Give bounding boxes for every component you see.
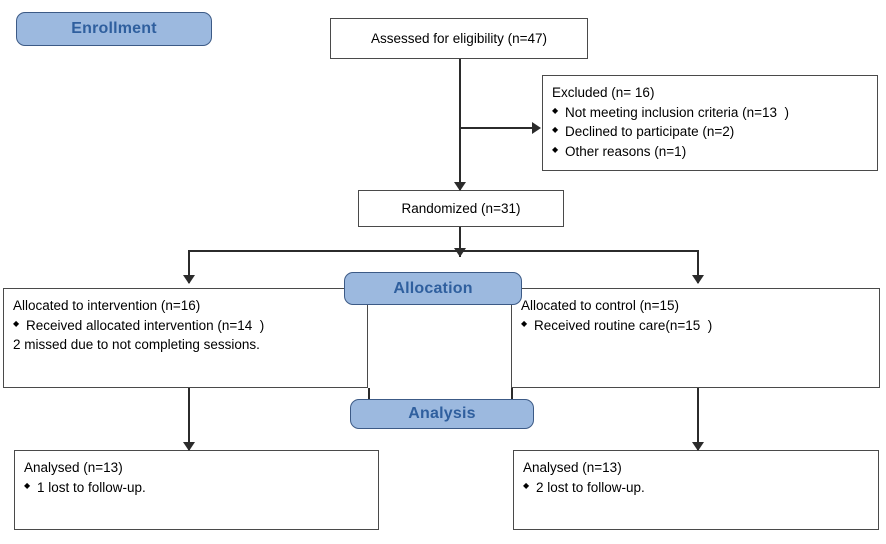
connector-assessed-to-randomized [459,58,461,191]
connector-analysis-stem-right [511,388,513,402]
arrow-split-right [692,275,704,284]
allocated-control-heading: Allocated to control (n=15) [521,298,679,313]
connector-analysis-stem-left [368,388,370,402]
arrow-to-excluded [532,122,541,134]
allocated-control-bullet-1: Received routine care(n=15 ) [521,316,870,336]
allocated-intervention-note-1: 2 missed due to not completing sessions. [13,337,260,353]
analysed-control-heading: Analysed (n=13) [523,460,622,475]
arrow-assessed-to-randomized [454,182,466,191]
box-analysed-intervention: Analysed (n=13) 1 lost to follow-up. [14,450,379,530]
box-allocated-intervention: Allocated to intervention (n=16) Receive… [3,288,368,388]
arrow-split-left [183,275,195,284]
connector-to-excluded [459,127,534,129]
stage-badge-analysis: Analysis [350,399,534,429]
connector-intervention-to-analysed [188,388,190,450]
connector-randomized-stem [459,227,461,257]
box-assessed-for-eligibility: Assessed for eligibility (n=47) [330,18,588,59]
excluded-heading: Excluded (n= 16) [552,85,655,100]
arrow-randomized-center [454,248,466,257]
excluded-reason-1: Not meeting inclusion criteria (n=13 ) [552,103,868,123]
box-analysed-control: Analysed (n=13) 2 lost to follow-up. [513,450,879,530]
analysed-intervention-heading: Analysed (n=13) [24,460,123,475]
analysed-control-bullet-1: 2 lost to follow-up. [523,478,869,498]
connector-split-right [697,250,699,283]
box-allocated-control: Allocated to control (n=15) Received rou… [511,288,880,388]
connector-split-left [188,250,190,283]
allocated-intervention-heading: Allocated to intervention (n=16) [13,298,201,313]
randomized-label: Randomized (n=31) [401,200,521,216]
arrow-control-to-analysed [692,442,704,451]
stage-badge-allocation-label: Allocation [393,279,473,297]
stage-badge-analysis-label: Analysis [408,405,476,422]
excluded-reason-3: Other reasons (n=1) [552,142,868,162]
connector-allocation-splitter [188,250,699,252]
stage-badge-enrollment-label: Enrollment [71,20,157,37]
stage-badge-enrollment: Enrollment [16,12,212,46]
allocated-intervention-bullet-1: Received allocated intervention (n=14 ) [13,316,358,336]
analysed-intervention-bullet-1: 1 lost to follow-up. [24,478,369,498]
assessed-label: Assessed for eligibility (n=47) [371,30,547,46]
stage-badge-allocation: Allocation [344,272,522,305]
box-randomized: Randomized (n=31) [358,190,564,227]
connector-control-to-analysed [697,388,699,450]
arrow-intervention-to-analysed [183,442,195,451]
box-excluded: Excluded (n= 16) Not meeting inclusion c… [542,75,878,171]
excluded-reason-2: Declined to participate (n=2) [552,122,868,142]
